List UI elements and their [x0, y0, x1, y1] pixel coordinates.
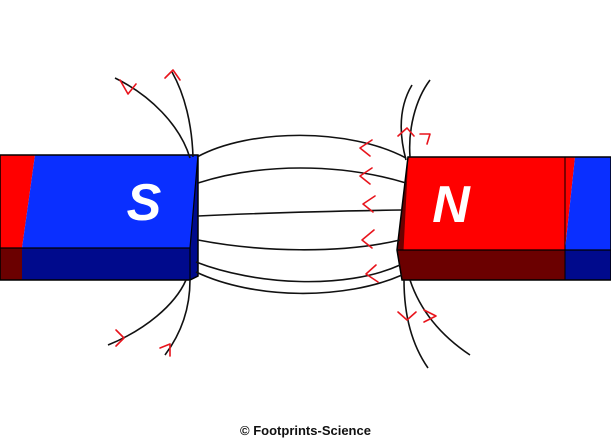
arrow-icon	[423, 309, 437, 323]
field-lines-between-poles	[195, 134, 407, 295]
arrow-icon	[419, 133, 431, 145]
left-magnet-south-face	[22, 155, 198, 248]
field-line	[114, 77, 191, 159]
arrow-icon	[164, 69, 181, 81]
left-magnet-edge	[189, 154, 199, 249]
right-magnet-north-face	[397, 157, 575, 250]
arrow-icon	[362, 195, 376, 213]
north-pole-label: N	[432, 176, 471, 234]
arrow-icon	[359, 139, 373, 157]
field-line	[197, 239, 401, 251]
field-line	[195, 261, 401, 283]
left-magnet-south-bottom	[22, 248, 190, 280]
left-magnet-outline	[0, 154, 199, 281]
copyright-credit: © Footprints-Science	[240, 423, 371, 438]
arrow-icon	[359, 167, 373, 185]
left-magnet-red-end	[0, 155, 35, 248]
field-line	[409, 279, 471, 356]
south-pole-label: S	[127, 174, 162, 232]
right-magnet-north-bottom	[397, 250, 565, 280]
field-line	[107, 279, 187, 346]
field-line	[197, 167, 407, 184]
arrow-icon	[361, 229, 375, 249]
field-line	[196, 134, 407, 159]
field-line	[403, 279, 429, 369]
left-magnet-red-end-shade	[0, 248, 22, 280]
field-line	[408, 79, 431, 158]
arrow-icon	[365, 264, 379, 283]
right-magnet: N	[396, 156, 611, 281]
arrow-icon	[115, 329, 125, 347]
field-lines-north-fringe	[400, 79, 471, 369]
left-magnet: S	[0, 154, 199, 281]
right-magnet-blue-end-shade	[565, 250, 611, 280]
field-line	[400, 84, 413, 161]
field-line	[195, 271, 403, 295]
arrow-icon	[397, 127, 415, 137]
left-magnet-south-end	[190, 155, 198, 280]
field-line	[171, 71, 194, 158]
right-magnet-north-end	[397, 157, 408, 280]
arrow-icon	[159, 343, 171, 357]
right-magnet-outline	[396, 156, 611, 281]
arrow-icon	[397, 311, 417, 321]
field-line	[197, 209, 403, 217]
direction-arrows	[115, 69, 437, 357]
right-magnet-blue-end	[565, 157, 611, 250]
arrow-icon	[119, 79, 137, 95]
